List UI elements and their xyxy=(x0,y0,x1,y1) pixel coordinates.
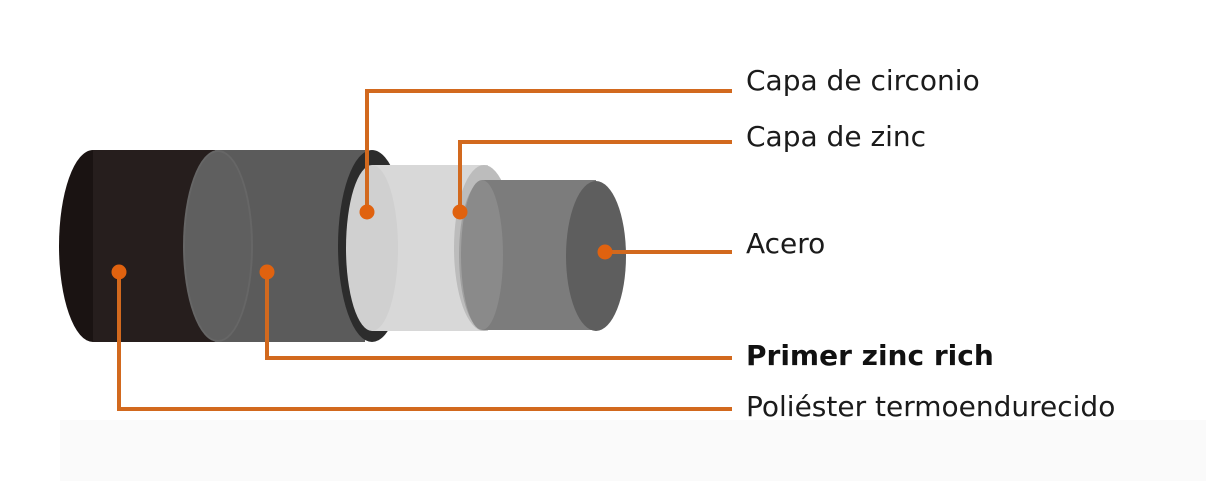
dot-polyester xyxy=(111,264,127,280)
label-steel: Acero xyxy=(746,227,826,260)
dot-zinc xyxy=(452,204,468,220)
dot-zirconium xyxy=(359,204,375,220)
dot-primer xyxy=(259,264,275,280)
steel-core xyxy=(461,180,626,331)
dot-steel xyxy=(597,244,613,260)
ground-shadow xyxy=(60,420,1206,481)
label-polyester: Poliéster termoendurecido xyxy=(746,390,1116,423)
leader-primer xyxy=(265,272,732,360)
leader-lines xyxy=(117,89,732,411)
label-primer: Primer zinc rich xyxy=(746,339,994,372)
leader-polyester xyxy=(117,272,732,411)
label-zirconium: Capa de circonio xyxy=(746,64,980,97)
label-zinc: Capa de zinc xyxy=(746,120,927,153)
marker-dots xyxy=(111,204,613,280)
leader-zinc xyxy=(458,140,732,212)
leader-zirconium xyxy=(365,89,732,212)
